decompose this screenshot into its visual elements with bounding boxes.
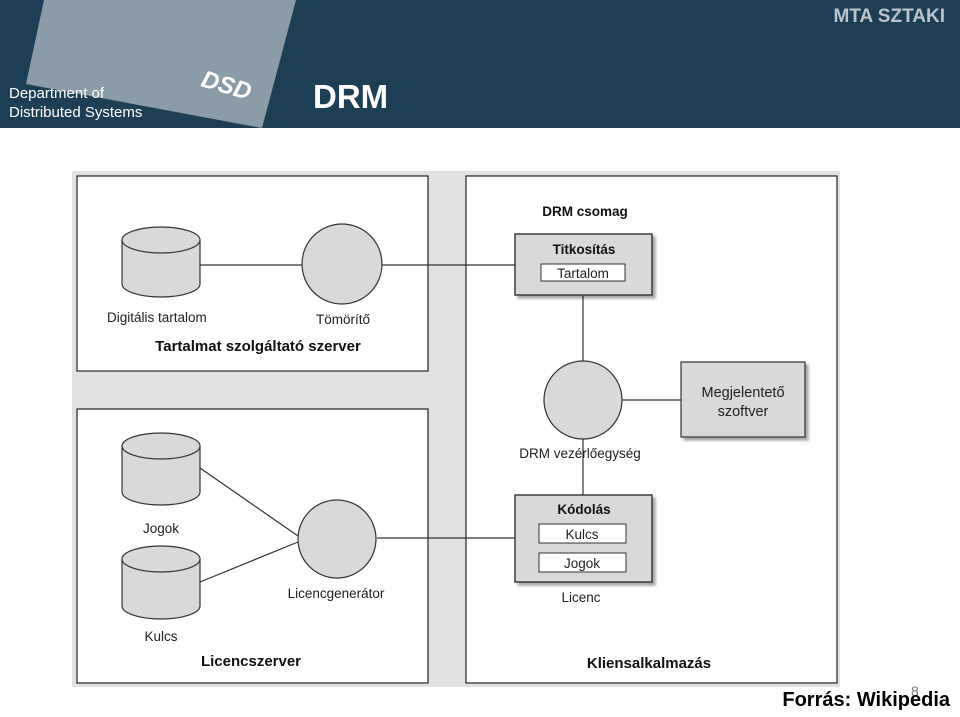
drm-controller-label: DRM vezérlőegység (519, 446, 641, 461)
page-number: 8 (911, 683, 919, 699)
department-line-2: Distributed Systems (9, 104, 143, 121)
license-generator-node (297, 499, 377, 579)
connector-lines (199, 264, 681, 583)
compressor-node (301, 223, 383, 305)
compressor-label: Tömörítő (316, 312, 370, 327)
rights-db-label: Jogok (143, 521, 179, 536)
encryption-field-label: Tartalom (557, 266, 609, 281)
encoding-rights-label: Jogok (564, 556, 600, 571)
license-server-title: Licencszerver (201, 653, 301, 670)
department-name: Department of Distributed Systems (9, 84, 142, 122)
encryption-title: Titkosítás (553, 242, 616, 257)
encryption-field-box (540, 263, 626, 282)
encoding-rights-field-box (538, 552, 627, 573)
brand-name: MTA SZTAKI (833, 6, 945, 27)
content-server-title: Tartalmat szolgáltató szerver (155, 338, 361, 355)
client-app-title: Kliensalkalmazás (587, 655, 711, 672)
database-icon-rights (121, 432, 201, 506)
slide-title: DRM (313, 78, 389, 115)
keys-db-label: Kulcs (144, 629, 177, 644)
digital-content-label: Digitális tartalom (107, 310, 207, 325)
license-label: Licenc (561, 590, 600, 605)
department-line-1: Department of (9, 85, 105, 102)
header-slant-panel (26, 0, 296, 128)
drm-controller-node (543, 360, 623, 440)
renderer-box (680, 361, 806, 438)
encoding-key-field-box (538, 523, 627, 544)
renderer-label-line1: Megjelentető (701, 385, 784, 401)
line-rights-to-generator (199, 467, 299, 537)
renderer-label-line2: szoftver (718, 404, 769, 420)
slide-header: DSD Department of Distributed Systems MT… (0, 0, 960, 128)
database-icon-keys (121, 545, 201, 620)
encoding-title: Kódolás (557, 502, 610, 517)
line-keys-to-generator (199, 541, 299, 583)
license-generator-label: Licencgenerátor (288, 586, 385, 601)
header-panel: DSD (26, 0, 296, 128)
source-citation: Forrás: Wikipedia (782, 689, 950, 711)
encoding-key-label: Kulcs (565, 527, 598, 542)
drm-package-title: DRM csomag (542, 204, 628, 219)
database-icon-digital-content (121, 226, 201, 298)
